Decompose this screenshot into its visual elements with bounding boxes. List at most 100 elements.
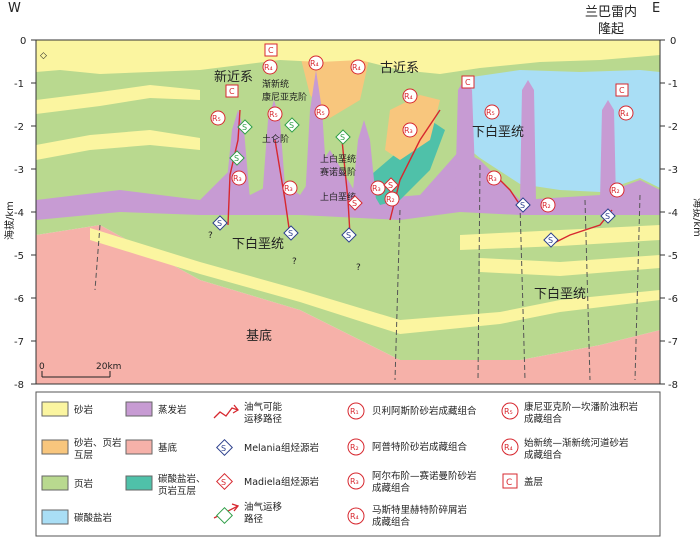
r3-badge: R₃ — [371, 181, 385, 195]
svg-text:R₂: R₂ — [386, 195, 395, 204]
left-tick-0: 0 — [20, 36, 26, 47]
legend-swatch-carbonate-shale — [126, 476, 152, 490]
legend-label-r2: 阿普特阶砂岩成藏组合 — [372, 441, 468, 453]
svg-text:R₄: R₄ — [310, 59, 319, 68]
lower-cretaceous-label-2: 下白垩统 — [232, 236, 284, 252]
legend-label-shale: 页岩 — [74, 478, 93, 490]
legend-label-carb-shale-line2: 页岩互层 — [158, 485, 196, 497]
uplift-label-line2: 隆起 — [598, 22, 624, 37]
svg-text:R₂: R₂ — [350, 443, 359, 452]
west-label: W — [8, 1, 21, 16]
svg-text:S: S — [288, 229, 293, 238]
legend: 砂岩 砂岩、页岩 互层 页岩 碳酸盐岩 蒸发岩 基底 碳酸盐岩、 页岩互层 油气… — [36, 392, 660, 536]
svg-text:R₄: R₄ — [404, 92, 413, 101]
legend-label-evaporite: 蒸发岩 — [158, 404, 187, 416]
r3-icon: R₃ — [348, 473, 364, 489]
svg-text:S: S — [352, 199, 357, 208]
r2-badge: R₂ — [541, 198, 555, 212]
r4-badge: R₄ — [309, 56, 323, 70]
left-axis-title: 海拔/km — [3, 201, 16, 240]
svg-text:S: S — [388, 181, 393, 190]
r3-badge: R₃ — [232, 171, 246, 185]
svg-text:R₃: R₃ — [233, 174, 242, 183]
r2-badge: R₂ — [385, 192, 399, 206]
r4-badge: R₄ — [403, 89, 417, 103]
legend-swatch-basement — [126, 440, 152, 454]
uncertain-mark-2: ? — [292, 257, 297, 267]
left-tick-8: -8 — [14, 380, 24, 391]
oligocene-label-line2: 康尼亚克阶 — [262, 91, 307, 103]
paleogene-label: 古近系 — [380, 61, 419, 76]
east-label: E — [652, 1, 660, 16]
right-axis-title: 海拔/km — [691, 198, 700, 237]
neogene-label: 新近系 — [214, 69, 253, 85]
legend-swatch-carbonate — [42, 510, 68, 524]
svg-text:R₄: R₄ — [352, 63, 361, 72]
right-tick-0: 0 — [670, 36, 676, 47]
legend-label-r3-line1: 阿尔布阶—赛诺曼阶砂岩 — [372, 470, 477, 482]
r5-badge: R₅ — [268, 107, 282, 121]
legend-label-carb-shale-line1: 碳酸盐岩、 — [158, 473, 206, 485]
legend-label-path-line2: 路径 — [244, 513, 264, 525]
c-badge: C — [462, 76, 474, 88]
upper-cretaceous-label-1-line1: 上白垩统 — [320, 153, 356, 165]
legend-label-sandstone: 砂岩 — [74, 404, 93, 416]
oligocene-label-line1: 渐新统 — [262, 78, 289, 90]
svg-text:C: C — [506, 478, 512, 488]
svg-text:R₃: R₃ — [488, 174, 497, 183]
legend-swatch-sandstone — [42, 402, 68, 416]
left-tick-6: -6 — [14, 294, 24, 305]
right-tick-8: -8 — [668, 380, 678, 391]
svg-text:S: S — [605, 212, 610, 221]
turonian-label: 土仑阶 — [262, 133, 289, 145]
svg-text:R₂: R₂ — [611, 186, 620, 195]
svg-text:S: S — [221, 478, 226, 487]
right-tick-1: -1 — [668, 79, 678, 90]
svg-text:R₅: R₅ — [316, 108, 325, 117]
left-tick-1: -1 — [14, 79, 24, 90]
orientation-mark-icon: ◇ — [40, 51, 47, 61]
scale-bar-length: 20km — [96, 362, 121, 372]
right-tick-7: -7 — [668, 337, 678, 348]
svg-text:R₅: R₅ — [212, 114, 221, 123]
legend-label-path-line1: 油气运移 — [244, 501, 283, 513]
svg-text:R₃: R₃ — [372, 184, 381, 193]
salt-diapir-6 — [520, 80, 536, 200]
svg-text:R₅: R₅ — [269, 110, 278, 119]
left-tick-7: -7 — [14, 337, 24, 348]
uplift-label-line1: 兰巴雷内 — [585, 4, 637, 20]
right-tick-3: -3 — [668, 165, 678, 176]
legend-label-sand-shale-line1: 砂岩、页岩 — [74, 437, 122, 449]
svg-text:R₂: R₂ — [542, 201, 551, 210]
r5-badge: R₅ — [485, 105, 499, 119]
r4-icon: R₄ — [348, 508, 364, 524]
legend-label-r5-line1: 康尼亚克阶—坎潘阶浊积岩 — [524, 401, 638, 413]
lower-cretaceous-label-1: 下白垩统 — [472, 124, 524, 140]
svg-text:S: S — [340, 133, 345, 142]
legend-label-r4-line2: 成藏组合 — [372, 516, 411, 528]
legend-swatch-shale — [42, 476, 68, 490]
legend-label-melania: Melania组烃源岩 — [244, 442, 319, 454]
basement-section-label: 基底 — [246, 328, 272, 344]
r5-icon: R₅ — [502, 403, 518, 419]
svg-text:S: S — [242, 123, 247, 132]
lower-cretaceous-label-3: 下白垩统 — [534, 286, 586, 302]
r3-badge: R₃ — [283, 181, 297, 195]
svg-text:R₅: R₅ — [486, 108, 495, 117]
r2-icon: R₂ — [348, 439, 364, 455]
legend-label-c-line2: 成藏组合 — [524, 449, 563, 461]
svg-text:R₄: R₄ — [350, 512, 359, 521]
svg-text:R₃: R₃ — [404, 126, 413, 135]
left-tick-3: -3 — [14, 165, 24, 176]
svg-text:S: S — [234, 154, 239, 163]
r5-badge: R₅ — [315, 105, 329, 119]
c-badge: C — [265, 44, 277, 56]
svg-text:R₄: R₄ — [264, 63, 273, 72]
svg-text:S: S — [217, 219, 222, 228]
svg-text:R₃: R₃ — [284, 184, 293, 193]
legend-label-r4-line1: 马斯特里赫特阶碎屑岩 — [372, 504, 467, 516]
legend-swatch-evaporite — [126, 402, 152, 416]
svg-text:C: C — [465, 78, 471, 87]
c-badge: C — [616, 84, 628, 96]
